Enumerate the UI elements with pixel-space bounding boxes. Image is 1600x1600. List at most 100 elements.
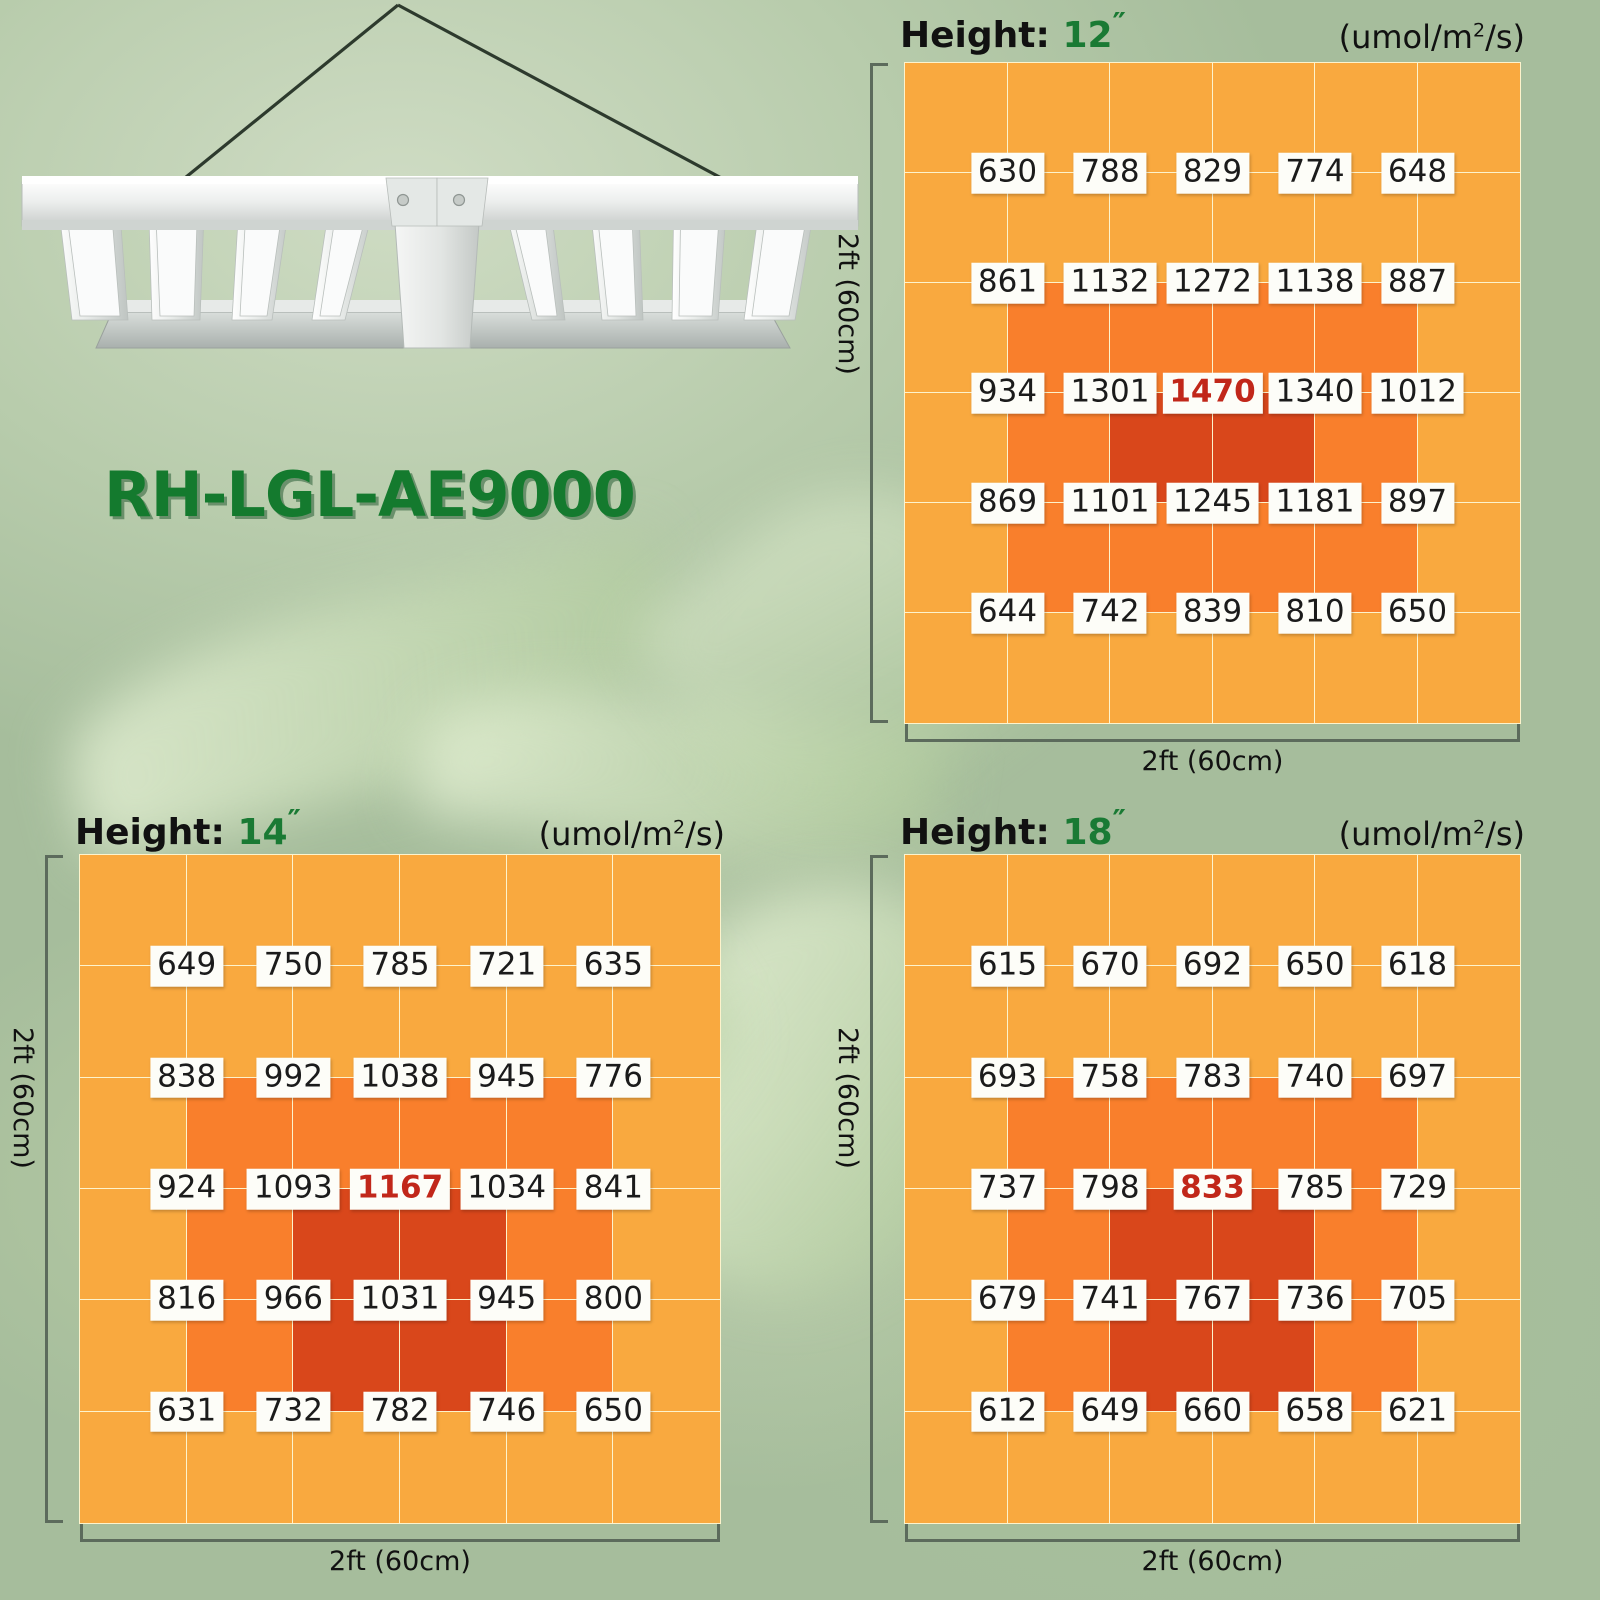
heatmap-cell	[1417, 966, 1521, 1078]
heatmap-cell	[79, 1300, 187, 1412]
height-value-12in: 12	[1062, 15, 1113, 56]
heatmap-cell	[506, 1188, 614, 1301]
heatmap-cell	[904, 172, 1008, 284]
heatmap-cell	[1007, 392, 1111, 504]
heatmap-cell	[1109, 392, 1213, 504]
heatmap-cell	[399, 1188, 507, 1301]
ppfd-panel-14in: Height: 14″ (umol/m2/s) 2ft (60cm) 2ft (…	[7, 804, 725, 1595]
heatmap-cell	[79, 1188, 187, 1301]
dimension-bracket-horizontal-18in	[905, 1524, 1520, 1542]
ppfd-grid-18in	[904, 854, 1521, 1524]
heatmap-cell	[1417, 62, 1521, 174]
heatmap-cell	[613, 1411, 721, 1524]
heatmap-cell	[1314, 612, 1418, 724]
panel-units-label-12in: (umol/m2/s)	[1338, 18, 1525, 56]
heatmap-cell	[904, 62, 1008, 174]
heatmap-cell	[1109, 502, 1213, 614]
height-value-14in: 14	[237, 812, 288, 853]
heatmap-cell	[1417, 392, 1521, 504]
heatmap-cell	[1212, 392, 1316, 504]
heatmap-cell	[613, 1077, 721, 1190]
led-fixture-icon	[21, 3, 859, 349]
heatmap-cell	[904, 612, 1008, 724]
panel-header-18in: Height: 18″ (umol/m2/s)	[900, 801, 1525, 853]
heatmap-cell	[186, 854, 294, 967]
heatmap-cell	[293, 1077, 401, 1190]
dimension-label-vertical-14in: 2ft (60cm)	[7, 1027, 38, 1169]
heatmap-cell	[1314, 62, 1418, 174]
ppfd-grid-12in	[904, 62, 1521, 724]
heatmap-cell	[1007, 1188, 1111, 1301]
heatmap-cell	[1212, 1077, 1316, 1190]
heatmap-cell	[1212, 854, 1316, 967]
heatmap-cell	[1417, 612, 1521, 724]
panel-header-12in: Height: 12″ (umol/m2/s)	[900, 4, 1525, 56]
height-value-18in: 18	[1062, 812, 1113, 853]
panel-units-label-18in: (umol/m2/s)	[1338, 815, 1525, 853]
heatmap-cell	[1109, 1300, 1213, 1412]
heatmap-cell	[1212, 62, 1316, 174]
heatmap-cell	[1417, 1300, 1521, 1412]
heatmap-cell	[1212, 612, 1316, 724]
hanger-cable-right	[397, 3, 741, 190]
heatmap-cell	[1314, 392, 1418, 504]
heatmap-cell	[186, 1077, 294, 1190]
heatmap-cell	[293, 966, 401, 1078]
heatmap-cell	[293, 1411, 401, 1524]
heatmap-cell	[904, 854, 1008, 967]
heatmap-cell	[79, 1411, 187, 1524]
hanger-cable-left	[173, 3, 400, 188]
heatmap-cell	[1007, 172, 1111, 284]
heatmap-cell	[1417, 502, 1521, 614]
ppfd-panel-12in: Height: 12″ (umol/m2/s) 2ft (60cm) 2ft (…	[832, 7, 1525, 808]
heatmap-cell	[1417, 1188, 1521, 1301]
heatmap-cell	[1109, 966, 1213, 1078]
heatmap-cell	[1109, 1411, 1213, 1524]
heatmap-cell	[1314, 1077, 1418, 1190]
dimension-label-vertical-12in: 2ft (60cm)	[832, 233, 863, 375]
heatmap-cell	[186, 1188, 294, 1301]
heatmap-cell	[186, 1411, 294, 1524]
heatmap-cell	[613, 966, 721, 1078]
panel-height-label-18in: Height: 18″	[900, 804, 1126, 853]
heatmap-cell	[1007, 502, 1111, 614]
heatmap-cell	[904, 1188, 1008, 1301]
dimension-bracket-vertical-12in	[870, 63, 888, 723]
heatmap-cell	[1007, 282, 1111, 394]
heatmap-cell	[904, 1077, 1008, 1190]
heatmap-cell	[506, 1300, 614, 1412]
heatmap-cell	[1007, 966, 1111, 1078]
heatmap-cell	[1212, 1188, 1316, 1301]
dimension-bracket-vertical-18in	[870, 855, 888, 1523]
heatmap-cell	[79, 1077, 187, 1190]
heatmap-cell	[1007, 1411, 1111, 1524]
heatmap-cell	[1417, 1077, 1521, 1190]
dimension-bracket-horizontal-12in	[905, 724, 1520, 742]
heatmap-cell	[1417, 172, 1521, 284]
heatmap-cell	[1314, 1300, 1418, 1412]
heatmap-cell	[1109, 172, 1213, 284]
heatmap-cell	[1314, 502, 1418, 614]
dimension-bracket-vertical-14in	[45, 855, 63, 1523]
heatmap-cell	[1314, 172, 1418, 284]
height-prefix-12in: Height:	[900, 15, 1050, 56]
heatmap-cell	[399, 1077, 507, 1190]
heatmap-cell	[506, 1077, 614, 1190]
heatmap-cell	[1417, 1411, 1521, 1524]
led-grow-light-fixture	[0, 0, 880, 400]
heatmap-cell	[613, 1188, 721, 1301]
heatmap-cell	[186, 966, 294, 1078]
heatmap-cell	[1109, 282, 1213, 394]
dimension-label-horizontal-12in: 2ft (60cm)	[1141, 746, 1284, 777]
heatmap-cell	[1314, 282, 1418, 394]
heatmap-cell	[1417, 282, 1521, 394]
heatmap-cell	[1212, 502, 1316, 614]
ppfd-panel-18in: Height: 18″ (umol/m2/s) 2ft (60cm) 2ft (…	[832, 804, 1525, 1595]
heatmap-cell	[399, 1300, 507, 1412]
heatmap-cell	[1212, 1300, 1316, 1412]
heatmap-cell	[1212, 172, 1316, 284]
heatmap-cell	[186, 1300, 294, 1412]
heatmap-cell	[904, 1300, 1008, 1412]
heatmap-cell	[399, 966, 507, 1078]
heatmap-cell	[1212, 282, 1316, 394]
